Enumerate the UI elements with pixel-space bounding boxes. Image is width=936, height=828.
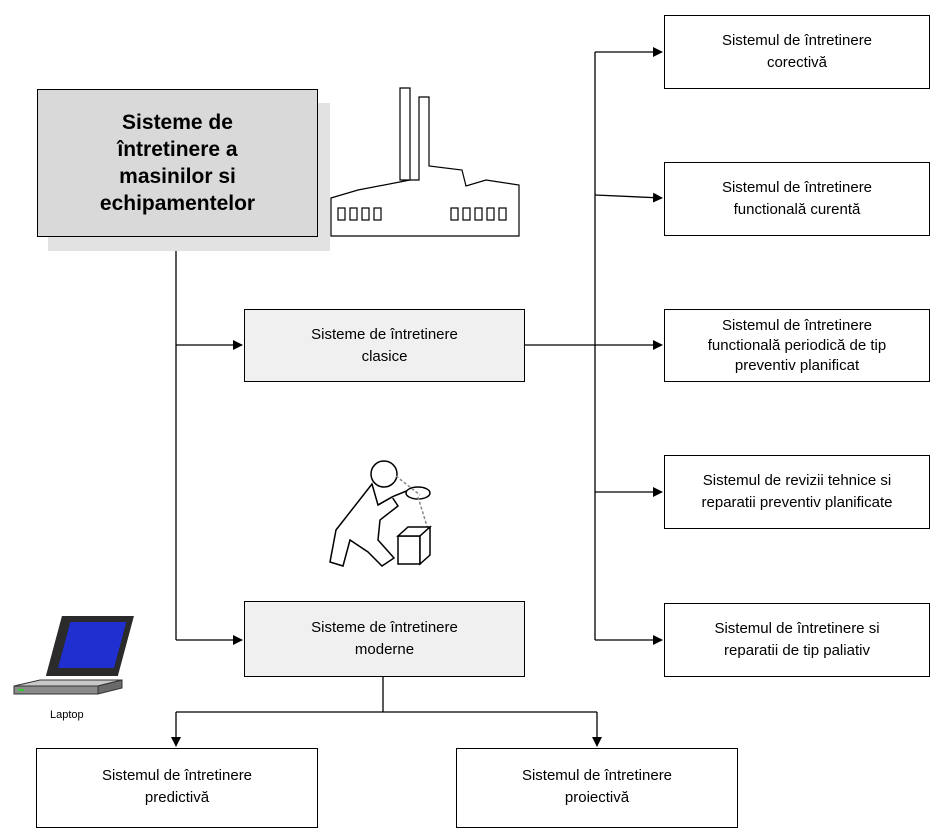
palliative-repairs-label: Sistemul de întretinere si reparatii de …: [714, 620, 880, 659]
proactive-maintenance-label: Sistemul de întretinere proiectivă: [521, 767, 673, 806]
periodic-preventive-maintenance-label: Sistemul de întretinere functională peri…: [707, 316, 887, 374]
worker-lifting-box-icon: [329, 460, 432, 567]
modern-systems-label: Sisteme de întretinere moderne: [311, 619, 458, 658]
predictive-maintenance-node: Sistemul de întretinere predictivă: [36, 748, 318, 828]
root-node: Sisteme de întretinere a masinilor si ec…: [37, 89, 318, 237]
classic-systems-node: Sisteme de întretinere clasice: [244, 309, 525, 382]
classic-systems-label: Sisteme de întretinere clasice: [311, 325, 458, 365]
technical-revisions-node: Sistemul de revizii tehnice si reparatii…: [664, 455, 930, 529]
root-node-label: Sisteme de întretinere a masinilor si ec…: [99, 111, 256, 215]
proactive-maintenance-node: Sistemul de întretinere proiectivă: [456, 748, 738, 828]
factory-icon: [330, 87, 520, 237]
palliative-repairs-node: Sistemul de întretinere si reparatii de …: [664, 603, 930, 677]
modern-systems-node: Sisteme de întretinere moderne: [244, 601, 525, 677]
corrective-maintenance-node: Sistemul de întretinere corectivă: [664, 15, 930, 89]
periodic-preventive-maintenance-node: Sistemul de întretinere functională peri…: [664, 309, 930, 382]
current-functional-maintenance-label: Sistemul de întretinere functională cure…: [721, 179, 873, 218]
predictive-maintenance-label: Sistemul de întretinere predictivă: [101, 767, 253, 806]
corrective-maintenance-label: Sistemul de întretinere corectivă: [721, 32, 873, 71]
technical-revisions-label: Sistemul de revizii tehnice si reparatii…: [701, 472, 893, 511]
laptop-icon: [13, 616, 134, 695]
laptop-caption: Laptop: [50, 709, 84, 721]
current-functional-maintenance-node: Sistemul de întretinere functională cure…: [664, 162, 930, 236]
